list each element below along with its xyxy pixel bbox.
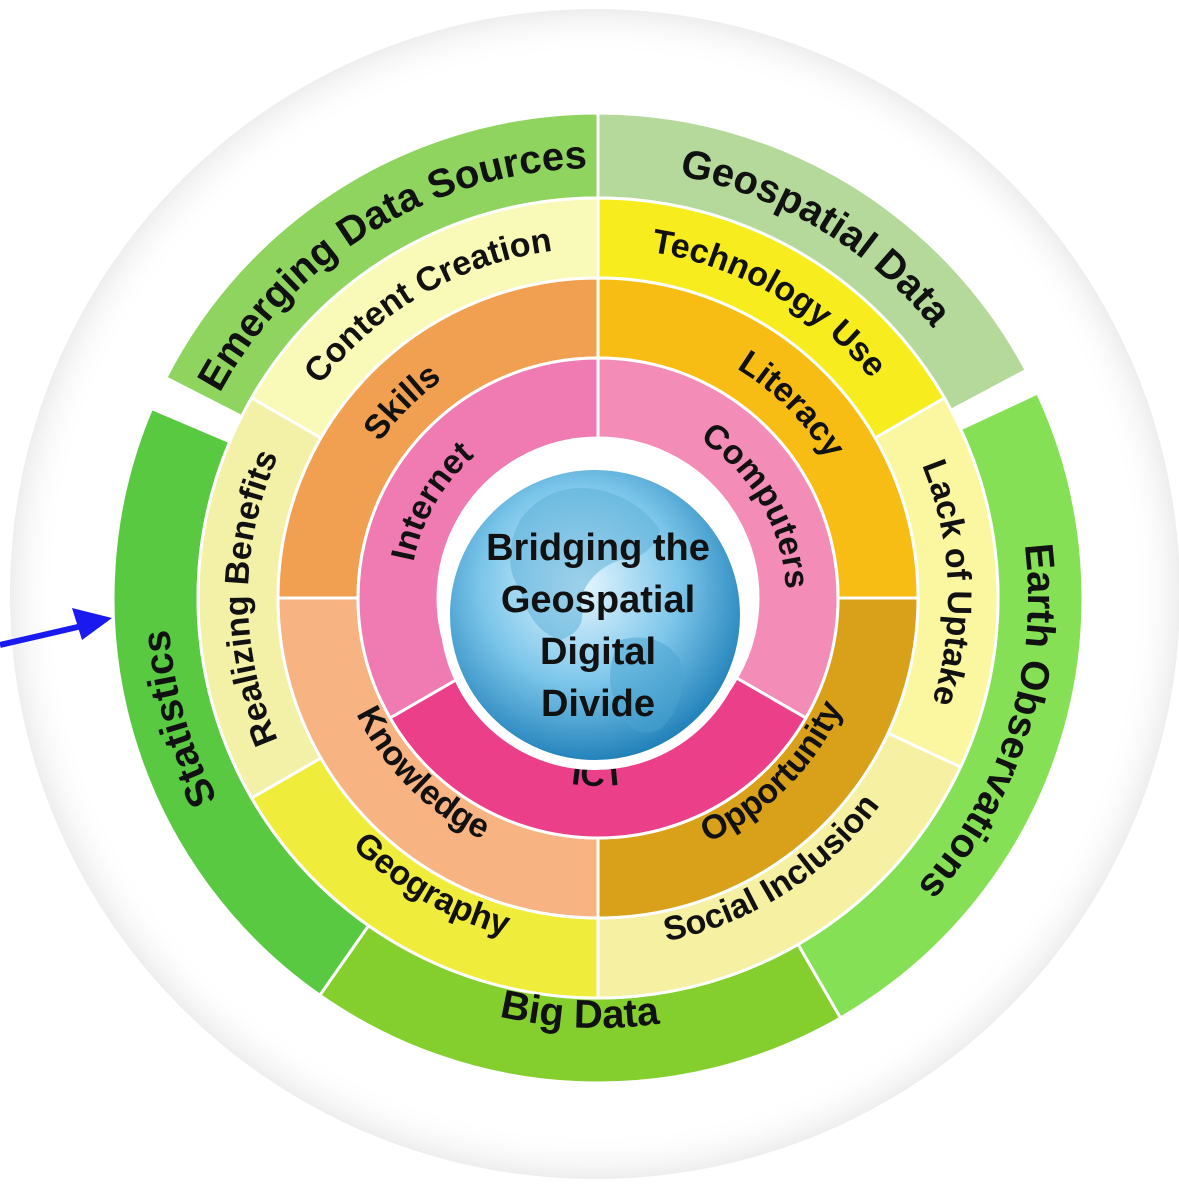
- globe-icon: [440, 460, 750, 770]
- inner-ring-segment-1: [356, 356, 600, 721]
- center-line-2: Geospatial: [501, 579, 695, 621]
- pointer-arrow: [0, 608, 112, 648]
- arrow-head: [72, 608, 112, 640]
- center-line-1: Bridging the: [486, 527, 710, 569]
- center-line-4: Divide: [541, 683, 655, 725]
- center-line-3: Digital: [540, 631, 656, 673]
- inner-ring-segment-2: [596, 356, 840, 721]
- arrow-shaft: [0, 623, 83, 648]
- center-title: Bridging the Geospatial Digital Divide: [486, 527, 710, 725]
